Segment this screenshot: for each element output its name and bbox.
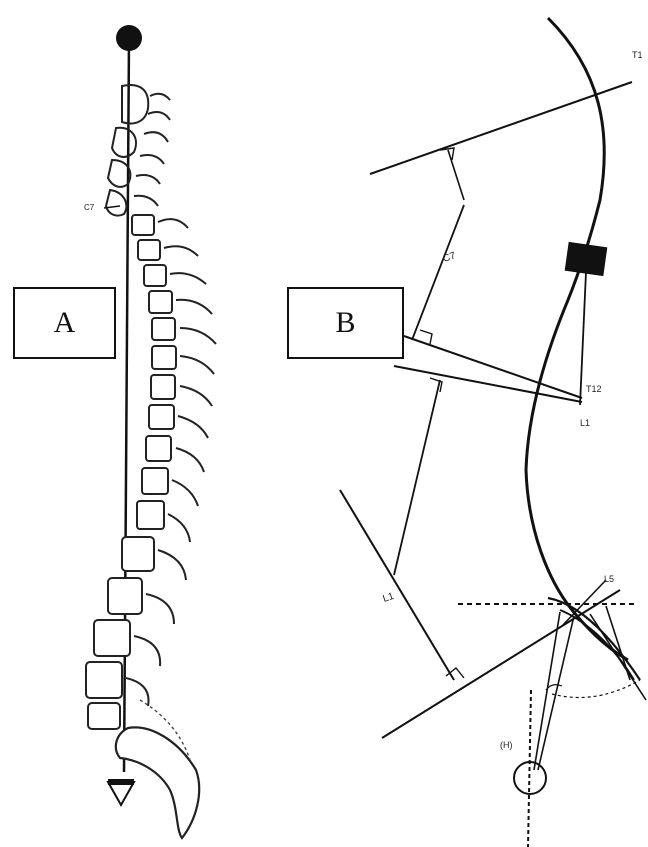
pelvic-line-c: [590, 614, 646, 700]
c7-angle-mark: [440, 148, 454, 160]
lumbar-spinous-processes: [126, 550, 186, 706]
t12-tangent-upper: [404, 336, 582, 398]
panel-a-label: A: [13, 287, 116, 359]
plumb-line: [124, 38, 129, 772]
panel-b-figure: [340, 18, 646, 847]
panel-b-t1-label: T1: [632, 50, 643, 60]
t1-tangent-line: [370, 82, 632, 174]
hip-vertical-reference: [528, 690, 531, 847]
apex-vertebra-block: [565, 242, 607, 275]
c7-plumb: [412, 205, 464, 340]
panel-b-l1-upper-label: L1: [580, 418, 590, 428]
panel-b-hip-label: (H): [500, 740, 513, 750]
panel-a-c7-label: C7: [84, 203, 95, 212]
c7-upper-ray: [448, 150, 464, 200]
panel-a-figure: C7: [84, 25, 216, 838]
plumb-weight: [108, 782, 134, 805]
l1-plumb: [394, 380, 440, 575]
panel-b-l1-lower-label: L1: [382, 591, 396, 605]
panel-b-l5-label: L5: [604, 574, 614, 584]
thoracic-vertebrae: [132, 215, 176, 529]
pelvic-arc: [552, 680, 640, 697]
panel-b-label: B: [287, 287, 404, 359]
t12-tangent-lower: [394, 366, 582, 402]
panel-b-t12-label: T12: [586, 384, 602, 394]
cervical-vertebrae: [106, 85, 170, 216]
sacral-tangent: [382, 590, 620, 738]
l1-oblique: [340, 490, 454, 680]
lumbar-vertebrae: [86, 537, 154, 729]
panel-b-c7-label: C7: [442, 250, 458, 265]
